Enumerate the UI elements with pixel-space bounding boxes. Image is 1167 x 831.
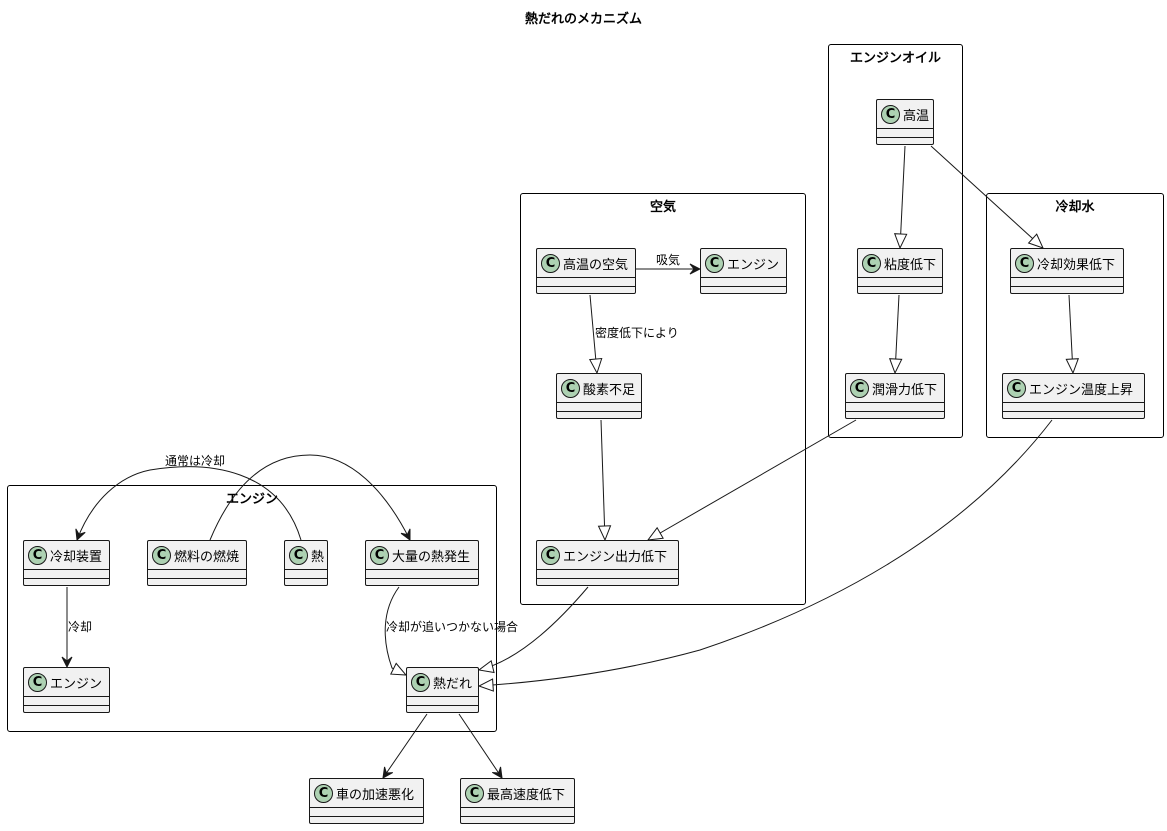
- class-name: 大量の熱発生: [392, 549, 471, 565]
- class-icon: C: [1015, 253, 1034, 273]
- class-icon: C: [152, 545, 171, 565]
- diagram-title: 熱だれのメカニズム: [524, 12, 642, 27]
- class-icon: C: [28, 545, 47, 565]
- class-icon: C: [881, 104, 900, 124]
- edge-label-intake: 吸気: [656, 252, 680, 267]
- class-name: 最高速度低下: [487, 787, 566, 803]
- edge-engine-output-drop-to-heat-fade: [479, 586, 589, 670]
- edge-heavy-heat-to-heat-fade: [384, 586, 406, 675]
- class-icon: C: [862, 253, 881, 273]
- edge-high-temp-to-viscosity-drop: [900, 145, 905, 248]
- class-icon: C: [541, 253, 560, 273]
- class-icon: C: [289, 545, 308, 565]
- edge-label-density-drop: 密度低下により: [595, 325, 679, 340]
- class-name: 高温の空気: [563, 257, 629, 273]
- class-name: 高温: [903, 108, 930, 124]
- class-name: 車の加速悪化: [336, 787, 415, 803]
- class-icon: C: [411, 672, 430, 692]
- edge-lubrication-drop-to-engine-output-drop: [648, 419, 857, 540]
- edge-heat-to-cooling-system: [77, 466, 302, 540]
- edge-label-normally-cooled: 通常は冷却: [165, 454, 225, 468]
- class-name: エンジン: [50, 676, 103, 692]
- class-icon: C: [465, 783, 484, 803]
- class-icon: C: [314, 783, 333, 803]
- class-icon: C: [28, 672, 47, 692]
- class-name: 熱だれ: [433, 676, 473, 692]
- edge-label-cooling-cannot-keep-up: 冷却が追いつかない場合: [386, 619, 518, 634]
- class-icon: C: [850, 378, 869, 398]
- class-name: エンジン: [727, 257, 780, 273]
- edge-fuel-combustion-to-heavy-heat: [209, 454, 410, 540]
- class-name: 冷却効果低下: [1037, 257, 1116, 273]
- package-engine-oil-label: エンジンオイル: [849, 51, 941, 66]
- edge-heat-fade-to-top-speed-drop: [458, 713, 502, 778]
- class-icon: C: [370, 545, 389, 565]
- edge-engine-temp-rise-to-heat-fade: [479, 419, 1053, 686]
- package-coolant-label: 冷却水: [1055, 200, 1095, 215]
- edge-oxygen-shortage-to-engine-output-drop: [601, 419, 605, 540]
- edge-hot-air-to-oxygen-shortage: [590, 294, 597, 373]
- edge-high-temp-to-cooling-effect-drop: [930, 145, 1043, 248]
- class-name: 潤滑力低下: [872, 382, 938, 398]
- package-air-label: 空気: [649, 200, 676, 215]
- edge-label-cooling: 冷却: [68, 620, 92, 634]
- package-engine-label: エンジン: [225, 492, 278, 507]
- class-name: 酸素不足: [583, 382, 636, 398]
- class-name: 熱: [311, 549, 325, 565]
- class-name: エンジン出力低下: [563, 549, 668, 565]
- class-icon: C: [705, 253, 724, 273]
- edge-heat-fade-to-acceleration-worse: [383, 713, 428, 778]
- class-icon: C: [561, 378, 580, 398]
- class-icon: C: [541, 545, 560, 565]
- edge-cooling-effect-drop-to-engine-temp-rise: [1069, 294, 1073, 373]
- edge-viscosity-drop-to-lubrication-drop: [895, 294, 899, 373]
- class-name: 冷却装置: [50, 549, 103, 565]
- class-icon: C: [1007, 378, 1026, 398]
- class-name: 燃料の燃焼: [174, 549, 240, 565]
- class-name: エンジン温度上昇: [1029, 382, 1134, 398]
- class-name: 粘度低下: [884, 257, 937, 273]
